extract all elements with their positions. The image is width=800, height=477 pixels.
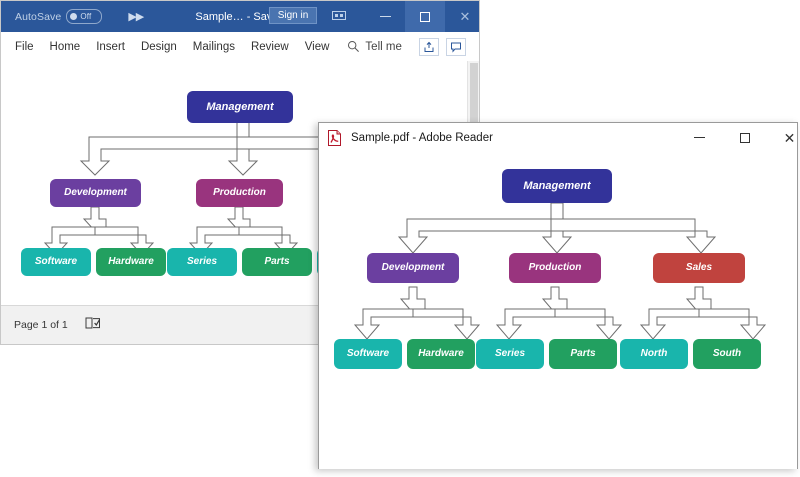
word-maximize-button[interactable]: [405, 1, 445, 32]
adobe-minimize-button[interactable]: [677, 123, 722, 152]
node-label: Parts: [570, 348, 596, 359]
ribbon-display-options-icon[interactable]: [331, 9, 347, 22]
adobe-reader-window: Sample.pdf - Adobe Reader ✕: [318, 122, 798, 469]
node-label: Series: [494, 348, 526, 359]
node-development[interactable]: Development: [50, 179, 141, 207]
adobe-title-bar: Sample.pdf - Adobe Reader ✕: [319, 123, 797, 154]
ribbon-tab-home[interactable]: Home: [49, 40, 81, 53]
tell-me-search[interactable]: Tell me: [347, 40, 402, 53]
node-parts[interactable]: Parts: [242, 248, 312, 276]
node-label: Management: [206, 100, 274, 113]
node-production[interactable]: Production: [509, 253, 601, 283]
quick-access-toolbar-icon[interactable]: ▶▶: [128, 11, 144, 23]
proofing-errors-icon[interactable]: [85, 316, 102, 335]
node-sales[interactable]: Sales: [653, 253, 745, 283]
adobe-maximize-button[interactable]: [722, 123, 767, 152]
close-icon: ✕: [459, 9, 471, 24]
node-label: Management: [523, 179, 591, 192]
tell-me-label: Tell me: [365, 40, 402, 53]
node-label: North: [640, 348, 668, 359]
word-close-button[interactable]: ✕: [445, 1, 485, 32]
share-button[interactable]: [419, 38, 439, 56]
ribbon-tab-mailings[interactable]: Mailings: [192, 40, 235, 53]
adobe-window-title: Sample.pdf - Adobe Reader: [351, 132, 493, 144]
node-label: South: [712, 348, 742, 359]
org-chart-pdf: Management Development Production Sales …: [319, 153, 797, 469]
node-hardware[interactable]: Hardware: [407, 339, 475, 369]
node-management[interactable]: Management: [502, 169, 612, 203]
word-minimize-button[interactable]: [365, 1, 405, 32]
node-software[interactable]: Software: [21, 248, 91, 276]
node-label: Hardware: [108, 256, 154, 267]
minimize-icon: [694, 137, 705, 138]
ribbon-tab-insert[interactable]: Insert: [96, 40, 125, 53]
node-label: Software: [34, 256, 78, 267]
node-label: Production: [213, 187, 266, 198]
node-management[interactable]: Management: [187, 91, 293, 123]
node-software[interactable]: Software: [334, 339, 402, 369]
word-ribbon-tabs: File Home Insert Design Mailings Review …: [1, 32, 479, 62]
ribbon-tab-review[interactable]: Review: [250, 40, 289, 53]
node-series[interactable]: Series: [167, 248, 237, 276]
maximize-icon: [420, 11, 430, 22]
node-label: Development: [64, 187, 127, 198]
ribbon-tab-design[interactable]: Design: [140, 40, 177, 53]
node-parts[interactable]: Parts: [549, 339, 617, 369]
ribbon-tab-view[interactable]: View: [304, 40, 330, 53]
node-label: Production: [528, 262, 582, 273]
node-label: Hardware: [418, 348, 464, 359]
node-label: Software: [346, 348, 390, 359]
node-south[interactable]: South: [693, 339, 761, 369]
search-icon: [348, 40, 360, 52]
node-hardware[interactable]: Hardware: [96, 248, 166, 276]
autosave-state-label: Off: [80, 12, 92, 21]
node-label: Parts: [264, 256, 290, 267]
comments-button[interactable]: [446, 38, 466, 56]
node-north[interactable]: North: [620, 339, 688, 369]
close-icon: ✕: [783, 129, 796, 146]
share-icon: [424, 41, 434, 52]
comment-icon: [451, 42, 461, 53]
node-label: Series: [186, 256, 218, 267]
autosave-switch-knob: [70, 13, 78, 20]
autosave-label: AutoSave: [15, 10, 62, 23]
adobe-document-canvas: Management Development Production Sales …: [319, 153, 797, 469]
adobe-close-button[interactable]: ✕: [767, 123, 800, 152]
sign-in-button[interactable]: Sign in: [269, 7, 317, 24]
adobe-pdf-icon: [328, 130, 341, 146]
page-indicator: Page 1 of 1: [14, 319, 68, 331]
node-label: Development: [381, 262, 445, 273]
maximize-icon: [739, 132, 750, 143]
node-development[interactable]: Development: [367, 253, 459, 283]
node-series[interactable]: Series: [476, 339, 544, 369]
autosave-toggle[interactable]: AutoSave Off: [15, 9, 103, 24]
minimize-icon: [379, 16, 391, 17]
autosave-switch[interactable]: Off: [66, 9, 103, 24]
ribbon-tab-file[interactable]: File: [15, 40, 34, 53]
node-label: Sales: [685, 262, 713, 273]
node-production[interactable]: Production: [196, 179, 283, 207]
word-title-bar: AutoSave Off ▶▶ Sample… - Saved Sign in: [1, 1, 479, 32]
